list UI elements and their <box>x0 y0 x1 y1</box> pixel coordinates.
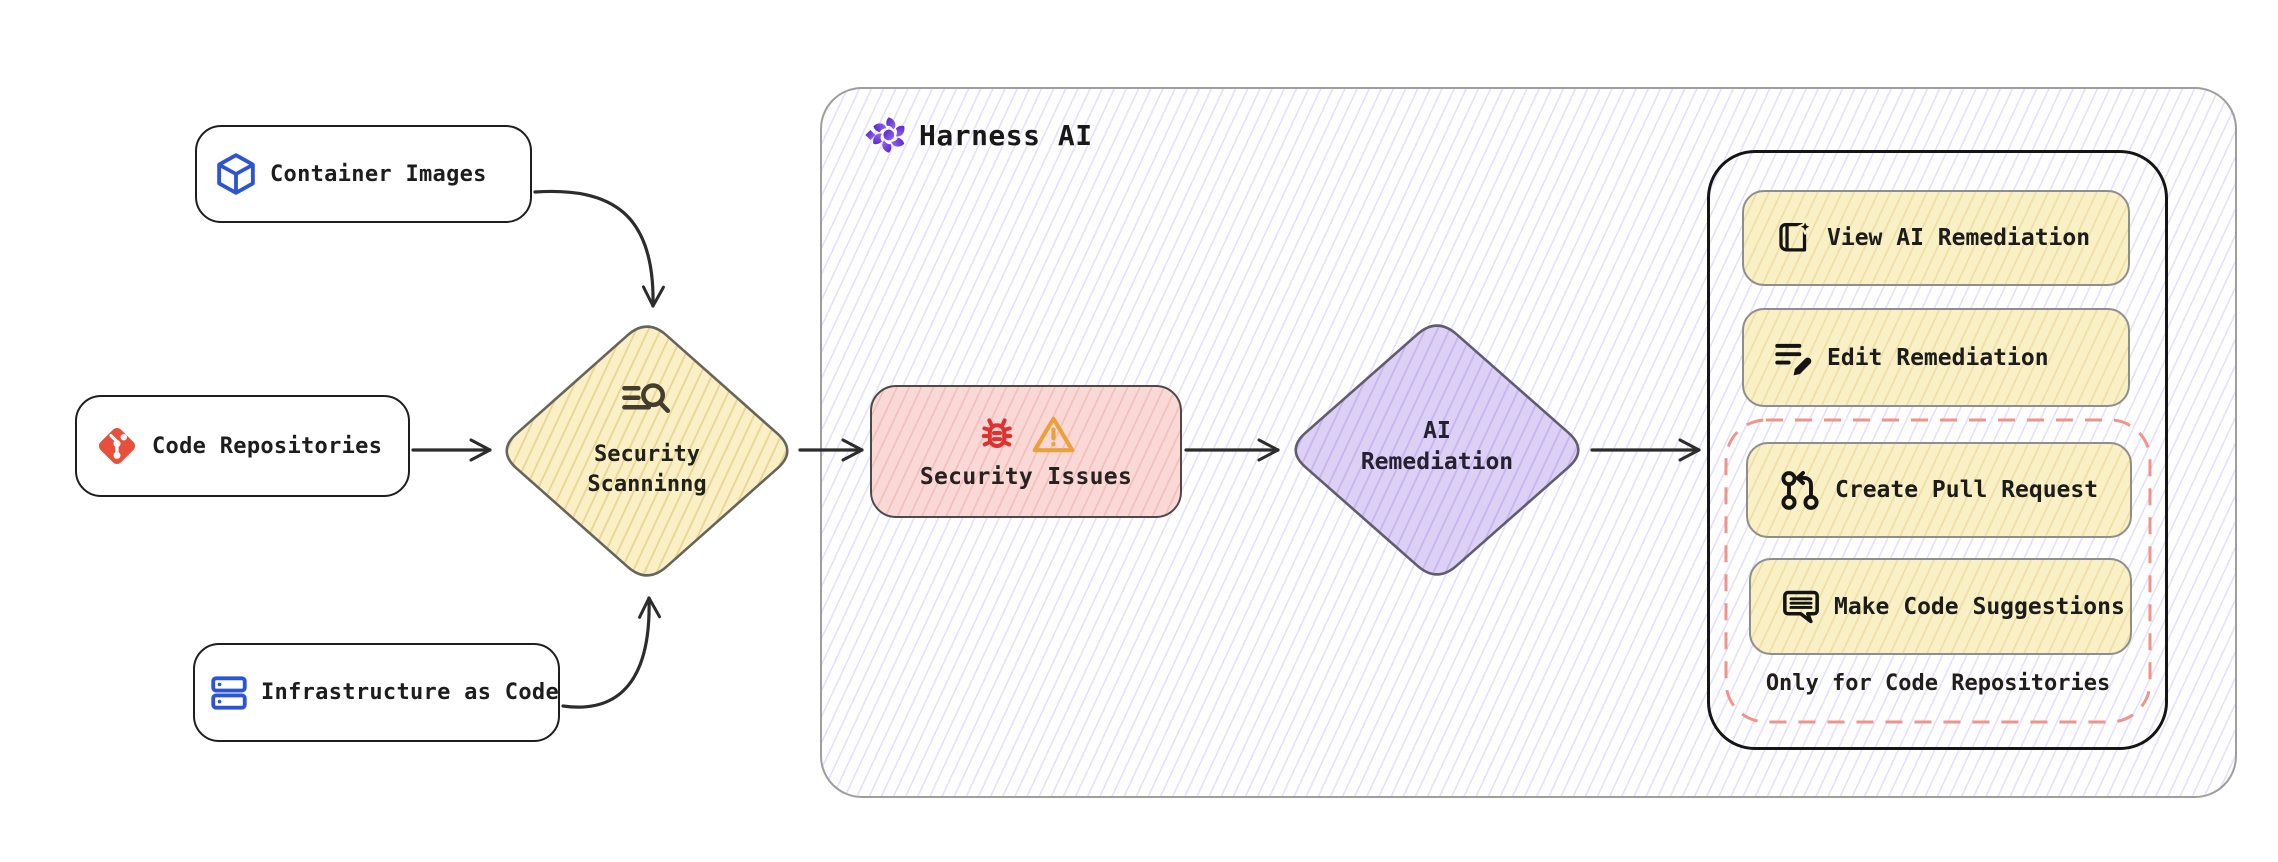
git-icon <box>98 427 136 465</box>
remediation-actions-panel <box>1707 150 2168 750</box>
harness-ai-header: Harness AI <box>862 112 1093 158</box>
search-list-icon <box>622 383 671 414</box>
ai-remediation-label: AI Remediation <box>1360 418 1514 475</box>
server-stack-icon <box>211 675 247 710</box>
harness-logo-icon <box>865 117 908 153</box>
code-repos-only-note: Only for Code Repositories <box>1765 671 2111 696</box>
security-issues-label: Security Issues <box>919 464 1133 490</box>
button-label: Create Pull Request <box>1835 477 2099 503</box>
security-scanning-diamond <box>505 325 789 577</box>
node-security-issues: Security Issues <box>870 385 1182 518</box>
button-label: Make Code Suggestions <box>1834 593 2125 620</box>
security-scanning-label: Security Scanninng <box>587 442 707 497</box>
node-infrastructure-as-code: Infrastructure as Code <box>193 643 560 742</box>
node-code-repositories: Code Repositories <box>75 395 410 497</box>
create-pull-request-button: Create Pull Request <box>1746 442 2132 538</box>
node-label: Code Repositories <box>152 433 383 459</box>
bug-icon <box>981 418 1012 449</box>
arrow-container-images-to-scanning <box>533 189 665 308</box>
list-pencil-icon <box>1775 343 1812 375</box>
node-label: Infrastructure as Code <box>261 680 559 705</box>
warning-icon <box>1032 416 1074 453</box>
issue-icons <box>977 413 1076 456</box>
document-sparkle-icon <box>1779 218 1813 252</box>
make-code-suggestions-button: Make Code Suggestions <box>1749 558 2132 655</box>
button-label: View AI Remediation <box>1827 225 2091 251</box>
view-ai-remediation-button: View AI Remediation <box>1742 190 2130 286</box>
pull-request-icon <box>1781 470 1819 510</box>
node-container-images: Container Images <box>195 125 532 223</box>
button-label: Edit Remediation <box>1827 344 2049 371</box>
arrow-iac-to-scanning <box>561 596 662 709</box>
harness-ai-title: Harness AI <box>919 118 1093 152</box>
ai-remediation-diamond <box>1294 324 1580 576</box>
edit-remediation-button: Edit Remediation <box>1742 308 2130 407</box>
message-lines-icon <box>1783 590 1819 623</box>
node-label: Container Images <box>270 161 487 187</box>
cube-icon <box>217 153 255 195</box>
